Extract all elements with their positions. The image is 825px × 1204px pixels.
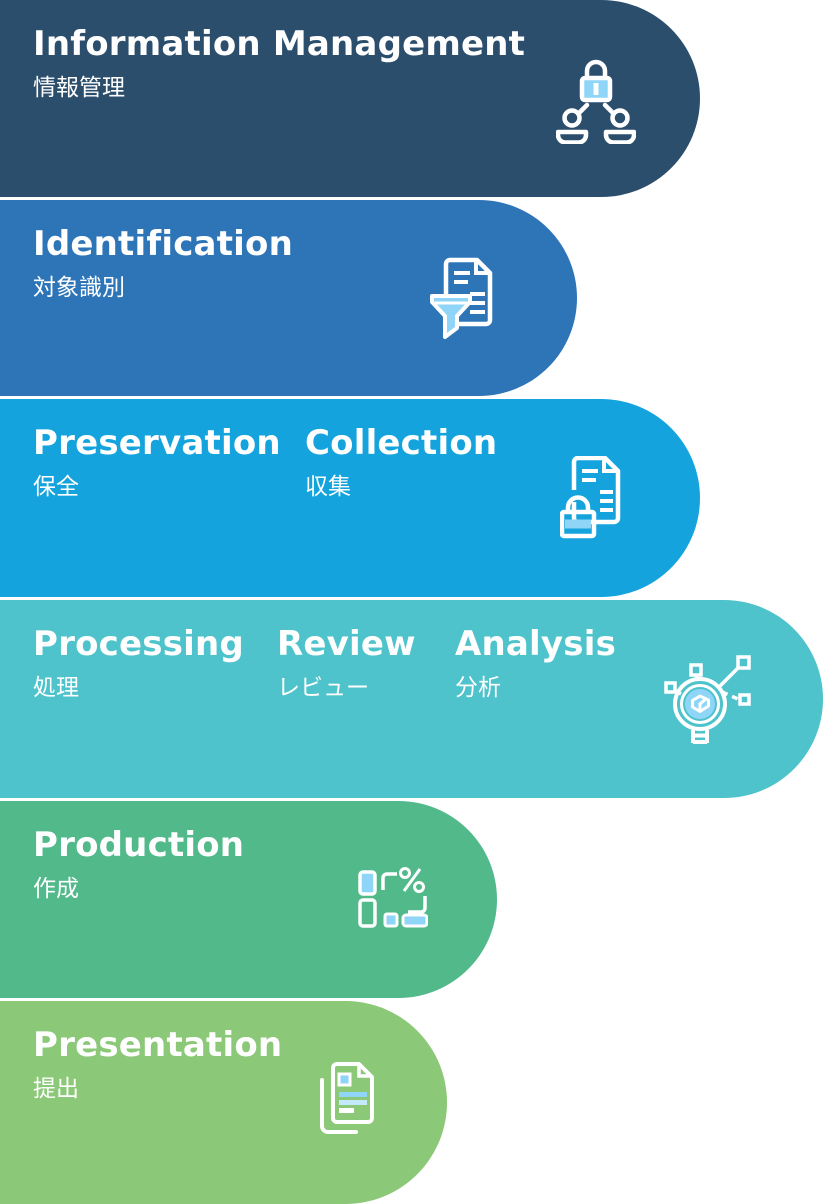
stage-title-en: Presentation [33, 1025, 283, 1065]
stage-label: Review レビュー [277, 622, 455, 703]
stage-title-en: Preservation [33, 423, 281, 463]
stage-title-ja: 保全 [33, 474, 79, 500]
stage-label: Collection 収集 [305, 421, 497, 502]
stage-presentation: Presentation 提出 [0, 1001, 447, 1204]
stage-title-ja: レビュー [277, 675, 369, 701]
stage-title-ja: 分析 [455, 675, 501, 701]
stage-title-ja: 処理 [33, 675, 79, 701]
stage-label: Information Management 情報管理 [33, 22, 525, 103]
stage-title-ja: 対象識別 [33, 275, 125, 301]
stage-labels: Identification 対象識別 [33, 222, 577, 303]
stage-label: Identification 対象識別 [33, 222, 293, 303]
stage-labels: Presentation 提出 [33, 1023, 447, 1104]
stage-label: Processing 処理 [33, 622, 277, 703]
stacked-documents-icon [316, 1062, 382, 1140]
stage-information-management: Information Management 情報管理 [0, 0, 700, 197]
analysis-network-magnifier-icon [662, 650, 762, 750]
stage-title-ja: 提出 [33, 1076, 79, 1102]
stage-title-ja: 収集 [305, 474, 351, 500]
stage-title-en: Information Management [33, 24, 526, 64]
stage-preservation-collection: Preservation 保全 Collection 収集 [0, 399, 700, 597]
stage-label: Production 作成 [33, 823, 244, 904]
stage-title-ja: 作成 [33, 876, 79, 902]
stage-labels: Processing 処理 Review レビュー Analysis 分析 [33, 622, 823, 703]
stage-label: Preservation 保全 [33, 421, 305, 502]
stage-production: Production 作成 [0, 801, 497, 998]
stage-title-en: Processing [33, 624, 244, 664]
stage-title-en: Identification [33, 224, 293, 264]
stage-labels: Information Management 情報管理 [33, 22, 700, 103]
document-filter-icon [430, 256, 508, 344]
stage-labels: Preservation 保全 Collection 収集 [33, 421, 700, 502]
stage-labels: Production 作成 [33, 823, 497, 904]
stage-label: Presentation 提出 [33, 1023, 282, 1104]
report-percent-icon [358, 864, 428, 930]
stage-title-en: Analysis [455, 624, 617, 664]
stage-processing-review-analysis: Processing 処理 Review レビュー Analysis 分析 [0, 600, 823, 798]
stage-title-ja: 情報管理 [33, 75, 125, 101]
stage-title-en: Collection [305, 423, 498, 463]
org-chart-lock-icon [556, 52, 636, 144]
stage-title-en: Production [33, 825, 245, 865]
stage-title-en: Review [277, 624, 416, 664]
stage-identification: Identification 対象識別 [0, 200, 577, 396]
stage-label: Analysis 分析 [455, 622, 616, 703]
document-lock-icon [560, 456, 636, 540]
